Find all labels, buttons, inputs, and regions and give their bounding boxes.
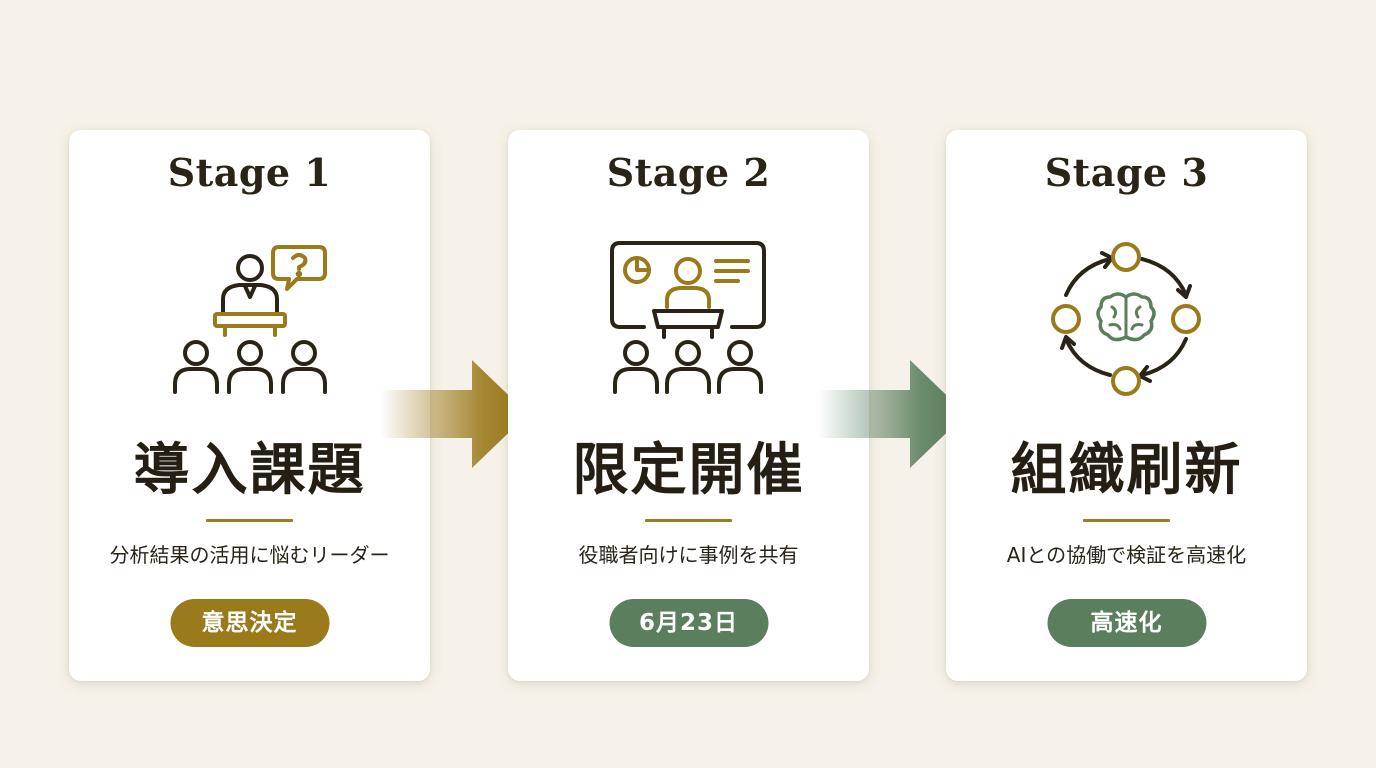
arrow-right-icon xyxy=(380,360,528,468)
stage-label: Stage 3 xyxy=(1044,150,1209,195)
divider xyxy=(206,519,293,522)
stage-description: 役職者向けに事例を共有 xyxy=(578,543,799,567)
stage-badge: 6月23日 xyxy=(609,599,768,647)
stage-title: 組織刷新 xyxy=(1010,437,1243,503)
stage-badge: 高速化 xyxy=(1047,599,1206,647)
stage-label: Stage 2 xyxy=(606,150,771,195)
arrow-right-icon xyxy=(818,360,966,468)
stage-title: 限定開催 xyxy=(572,437,805,503)
stage-description: 分析結果の活用に悩むリーダー xyxy=(109,543,390,567)
stage-title: 導入課題 xyxy=(133,437,366,503)
presentation-screen-audience-icon xyxy=(610,241,766,394)
stage-label: Stage 1 xyxy=(167,150,332,195)
presenter-audience-question-icon xyxy=(173,245,327,394)
stage-badge: 意思決定 xyxy=(170,599,329,647)
divider xyxy=(1083,519,1170,522)
stage-card-1: Stage 1 導入課題 分析結果の活用に悩むリーダー 意思決定 xyxy=(69,130,430,681)
stage-card-3: Stage 3 組織刷新 AIとの協働で検証を高速化 高速化 xyxy=(946,130,1307,681)
stage-description: AIとの協働で検証を高速化 xyxy=(1006,543,1247,567)
brain-cycle-icon xyxy=(1051,242,1201,396)
stage-card-2: Stage 2 限定開催 役職者向けに事例を共有 6月23日 xyxy=(508,130,869,681)
divider xyxy=(645,519,732,522)
